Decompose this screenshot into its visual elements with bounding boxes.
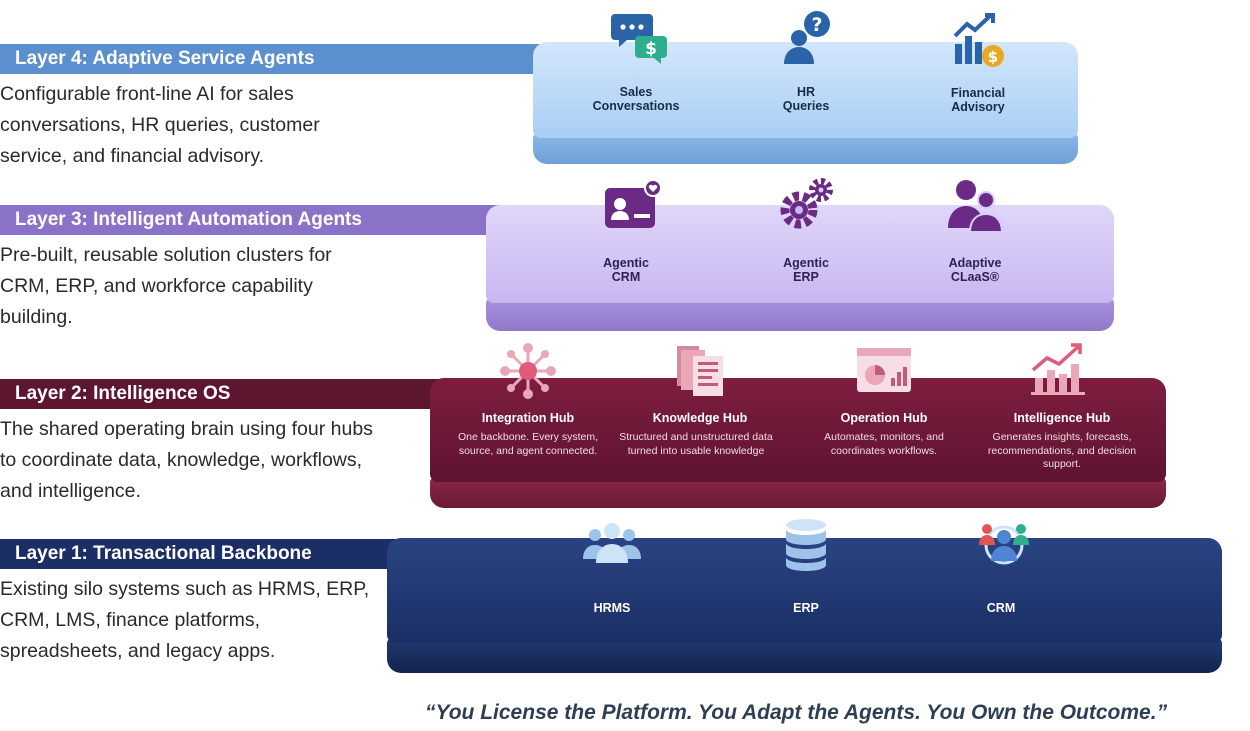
layer-1-description: Existing silo systems such as HRMS, ERP,… [0, 578, 370, 662]
documents-icon [671, 342, 729, 400]
layer-2-slab [430, 378, 1166, 508]
layer-1-heading: Layer 1: Transactional Backbone [0, 539, 410, 569]
gears-icon [777, 176, 835, 234]
database-icon [777, 515, 835, 573]
erp-label: ERP [793, 601, 819, 615]
svg-text:$: $ [988, 48, 998, 66]
layer-3-heading: Layer 3: Intelligent Automation Agents [0, 205, 520, 235]
dashboard-icon [855, 342, 913, 400]
svg-text:?: ? [811, 14, 822, 36]
layer-2-description: The shared operating brain using four hu… [0, 418, 373, 502]
operation-hub-detail: Automates, monitors, and coordinates wor… [824, 431, 944, 457]
layer-4-description: Configurable front-line AI for sales con… [0, 83, 320, 167]
integration-hub-detail: One backbone. Every system, source, and … [457, 431, 599, 457]
growth-chart-icon [1029, 340, 1087, 398]
customers-icon [975, 515, 1033, 573]
svg-text:$: $ [645, 39, 657, 59]
layer-4-heading: Layer 4: Adaptive Service Agents [0, 44, 560, 74]
intelligence-hub-title: Intelligence Hub [1013, 411, 1111, 425]
operation-hub-title: Operation Hub [840, 411, 928, 425]
layer-2-heading: Layer 2: Intelligence OS [0, 379, 470, 409]
people-icon [946, 176, 1004, 234]
intelligence-hub-detail: Generates insights, forecasts, recommend… [987, 431, 1137, 470]
id-card-icon [603, 178, 661, 236]
crm-label: CRM [986, 601, 1016, 615]
network-icon [499, 342, 557, 400]
chat-dollar-icon: $ [611, 8, 669, 66]
chart-coin-icon: $ [951, 12, 1009, 70]
person-question-icon: ? [779, 8, 837, 66]
tagline: “You License the Platform. You Adapt the… [425, 701, 1168, 724]
layer-3-description: Pre-built, reusable solution clusters fo… [0, 244, 332, 328]
group-icon [583, 515, 641, 573]
hrms-label: HRMS [593, 601, 631, 615]
integration-hub-title: Integration Hub [481, 411, 575, 425]
knowledge-hub-title: Knowledge Hub [652, 411, 748, 425]
knowledge-hub-detail: Structured and unstructured data turned … [619, 431, 773, 457]
